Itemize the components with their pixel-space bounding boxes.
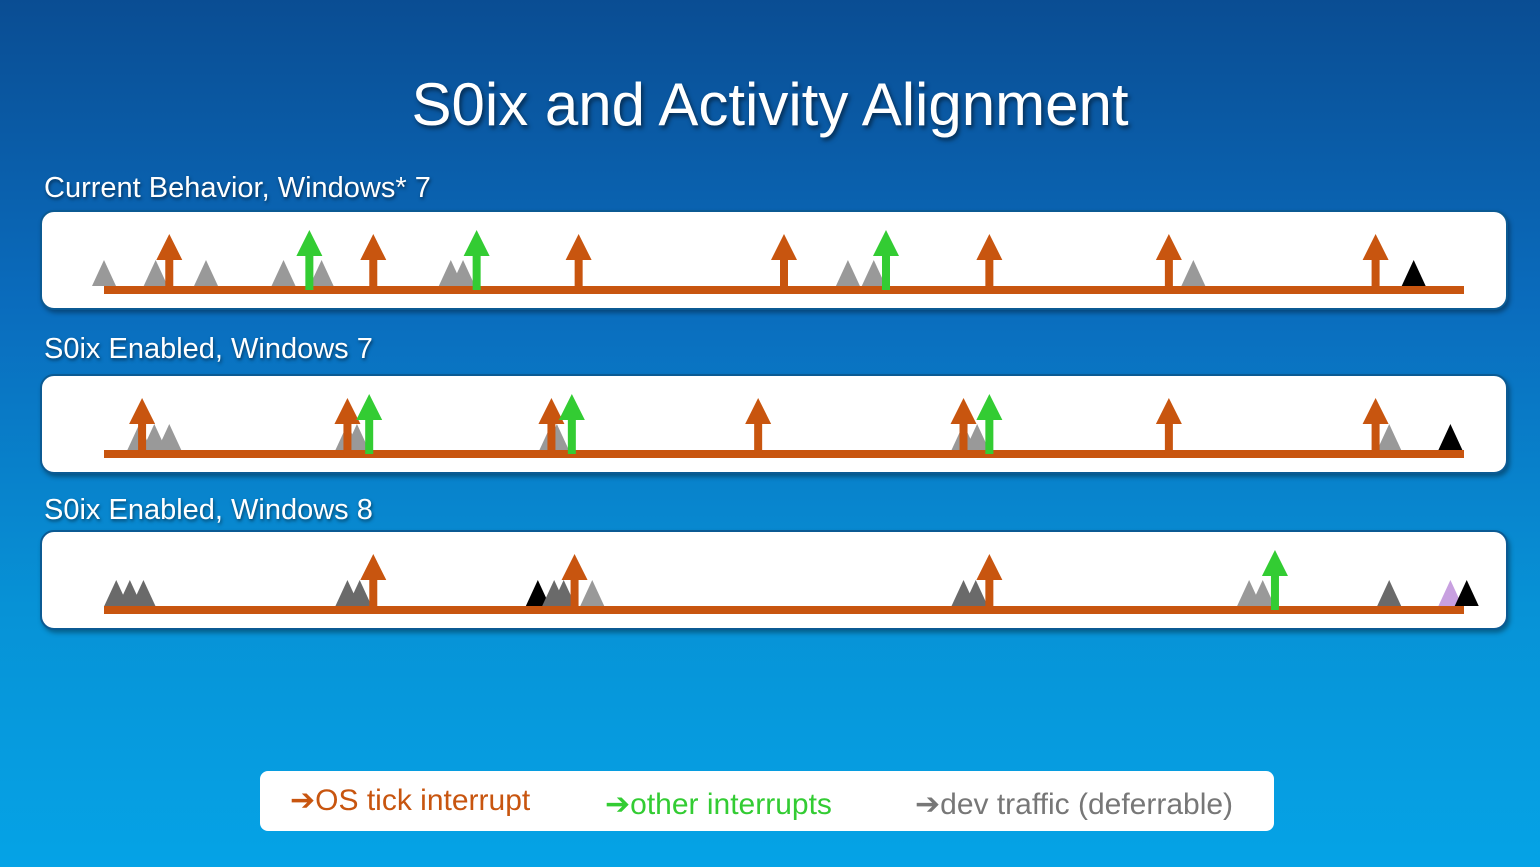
other-interrupt-arrow-icon [463,230,490,290]
dev-traffic-triangle-icon [131,580,156,606]
dev-traffic-triangle-icon [551,580,576,606]
os-tick-arrow-icon [156,234,183,290]
dev-traffic-triangle-icon [451,260,476,286]
dev-traffic-triangle-icon [1377,580,1402,606]
dev-traffic-triangle-icon [525,580,550,606]
dev-traffic-triangle-icon [157,424,182,450]
legend-item-other: ➔other interrupts [605,787,832,822]
arrow-icon: ➔ [605,788,631,821]
dev-traffic-triangle-icon [309,260,334,286]
os-tick-arrow-icon [538,398,565,454]
os-tick-arrow-icon [334,398,361,454]
os-tick-arrow-icon [976,234,1003,290]
arrow-icon: ➔ [290,784,316,817]
legend-label: other interrupts [630,788,832,821]
dev-traffic-triangle-icon [143,260,168,286]
os-tick-arrow-icon [1362,234,1389,290]
os-tick-arrow-icon [1155,398,1182,454]
timeline-panel-current-win7 [40,210,1508,310]
os-tick-arrow-icon [360,554,387,610]
dev-traffic-triangle-icon [194,260,218,286]
os-tick-arrow-icon [129,398,156,454]
arrow-icon: ➔ [915,788,941,821]
dev-traffic-triangle-icon [92,260,116,286]
timeline-panel-s0ix-win8 [40,530,1508,630]
dev-traffic-triangle-icon [1401,260,1426,286]
os-tick-arrow-icon [771,234,797,290]
dev-traffic-triangle-icon [1181,260,1206,286]
dev-traffic-triangle-icon [347,580,372,606]
other-interrupt-arrow-icon [558,394,585,454]
other-interrupt-arrow-icon [296,230,323,290]
legend: ➔OS tick interrupt ➔other interrupts ➔de… [260,771,1274,831]
timeline-label: Current Behavior, Windows* 7 [44,172,431,204]
os-tick-arrow-icon [745,398,772,454]
dev-traffic-triangle-icon [1250,580,1275,606]
other-interrupt-arrow-icon [873,230,899,290]
legend-label: OS tick interrupt [315,784,531,817]
timeline-label: S0ix Enabled, Windows 7 [44,333,373,365]
slide-title: S0ix and Activity Alignment [411,71,1129,138]
os-tick-arrow-icon [360,234,387,290]
os-tick-arrow-icon [1362,398,1389,454]
timeline-panel-s0ix-win7 [40,374,1508,474]
dev-traffic-triangle-icon [835,260,860,286]
dev-traffic-triangle-icon [1438,424,1463,450]
timeline-axis [104,450,1464,458]
os-tick-arrow-icon [565,234,592,290]
legend-item-os-tick: ➔OS tick interrupt [290,783,530,818]
dev-traffic-triangle-icon [861,260,886,286]
timeline-label: S0ix Enabled, Windows 8 [44,494,373,526]
dev-traffic-triangle-icon [1454,580,1479,606]
dev-traffic-triangle-icon [580,580,605,606]
other-interrupt-arrow-icon [1261,550,1288,610]
legend-label: dev traffic (deferrable) [940,788,1234,821]
other-interrupt-arrow-icon [976,394,1003,454]
dev-traffic-triangle-icon [965,424,990,450]
dev-traffic-triangle-icon [271,260,296,286]
os-tick-arrow-icon [976,554,1003,610]
os-tick-arrow-icon [1155,234,1182,290]
dev-traffic-triangle-icon [1377,424,1402,450]
dev-traffic-triangle-icon [1438,580,1463,606]
timeline-axis [104,606,1464,614]
os-tick-arrow-icon [561,554,588,610]
dev-traffic-triangle-icon [963,580,988,606]
legend-item-dev: ➔dev traffic (deferrable) [915,787,1233,822]
other-interrupt-arrow-icon [356,394,383,454]
os-tick-arrow-icon [950,398,977,454]
